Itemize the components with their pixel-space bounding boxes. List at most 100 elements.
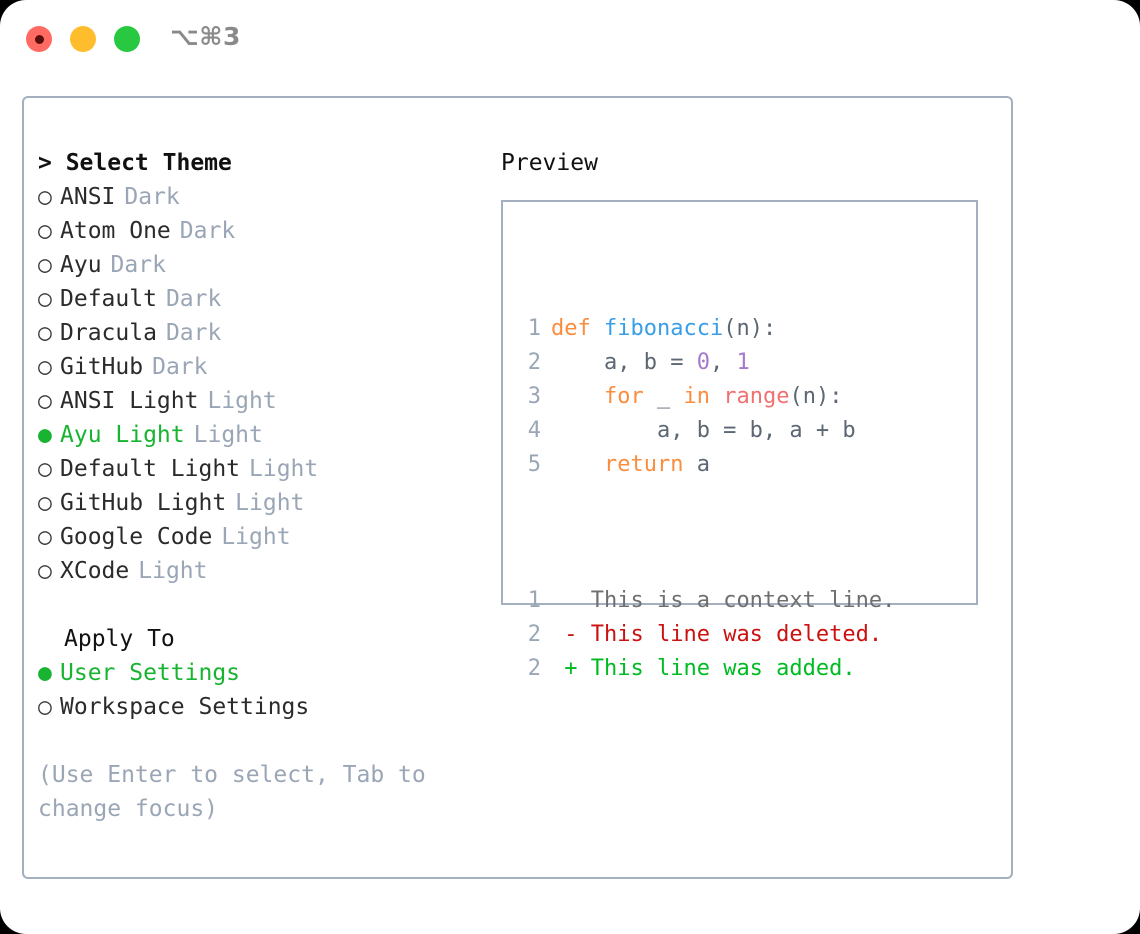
theme-option-label: ANSI [60, 184, 116, 210]
line-number: 3 [527, 384, 541, 409]
code-line: 5 return a [519, 448, 895, 482]
radio-selected-icon: ● [38, 422, 52, 448]
diff-marker: + [551, 656, 578, 681]
theme-option-4[interactable]: ○ Dracula Dark [38, 316, 498, 350]
code-token-pln [710, 384, 723, 409]
code-token-pln [551, 384, 604, 409]
theme-option-5[interactable]: ○ GitHub Dark [38, 350, 498, 384]
apply-to-option-0[interactable]: ●User Settings [38, 656, 498, 690]
theme-option-badge: Light [221, 524, 291, 550]
line-number: 5 [527, 452, 541, 477]
code-token-bif: range [723, 384, 790, 409]
theme-option-0[interactable]: ○ ANSI Dark [38, 180, 498, 214]
radio-unselected-icon: ○ [38, 694, 52, 720]
theme-option-1[interactable]: ○ Atom One Dark [38, 214, 498, 248]
theme-option-badge: Light [249, 456, 319, 482]
theme-option-badge: Dark [179, 218, 236, 244]
code-line: 2 a, b = 0, 1 [519, 346, 895, 380]
theme-option-label: GitHub Light [60, 490, 227, 516]
theme-option-label: Ayu Light [60, 422, 185, 448]
radio-unselected-icon: ○ [38, 456, 52, 482]
code-token-kw: def [551, 316, 604, 341]
code-line: 1 def fibonacci(n): [519, 312, 895, 346]
code-token-pln: a, b = [551, 350, 697, 375]
theme-option-11[interactable]: ○ XCode Light [38, 554, 498, 588]
theme-option-badge: Dark [124, 184, 180, 210]
line-number: 2 [527, 350, 541, 375]
radio-unselected-icon: ○ [38, 286, 52, 312]
close-window-button[interactable] [26, 26, 52, 52]
radio-unselected-icon: ○ [38, 354, 52, 380]
radio-unselected-icon: ○ [38, 252, 52, 278]
traffic-lights [26, 26, 140, 52]
theme-option-label: Dracula [60, 320, 157, 346]
code-token-pln: a [683, 452, 710, 477]
column-spacer [38, 588, 498, 622]
theme-option-7[interactable]: ● Ayu Light Light [38, 418, 498, 452]
theme-option-label: Default [60, 286, 157, 312]
code-line: 4 a, b = b, a + b [519, 414, 895, 448]
radio-unselected-icon: ○ [38, 320, 52, 346]
code-token-kw: in [683, 384, 710, 409]
theme-option-badge: Light [235, 490, 305, 516]
window-title: ⌥⌘3 [170, 22, 241, 51]
theme-option-label: Atom One [60, 218, 171, 244]
theme-option-6[interactable]: ○ ANSI Light Light [38, 384, 498, 418]
theme-option-label: ANSI Light [60, 388, 199, 414]
line-number: 2 [527, 622, 541, 647]
theme-option-3[interactable]: ○ Default Dark [38, 282, 498, 316]
code-token-pln [551, 452, 604, 477]
maximize-window-button[interactable] [114, 26, 140, 52]
preview-header: Preview [501, 150, 598, 176]
title-bar: ⌥⌘3 [0, 0, 1140, 78]
radio-unselected-icon: ○ [38, 490, 52, 516]
theme-option-badge: Light [207, 388, 277, 414]
theme-option-badge: Dark [165, 286, 222, 312]
apply-to-option-1[interactable]: ○Workspace Settings [38, 690, 498, 724]
theme-option-label: XCode [60, 558, 130, 584]
diff-line-context: 1 This is a context line. [519, 584, 896, 618]
code-line: 3 for _ in range(n): [519, 380, 895, 414]
code-token-punc: , [709, 350, 737, 375]
theme-option-badge: Dark [165, 320, 222, 346]
minimize-window-button[interactable] [70, 26, 96, 52]
radio-unselected-icon: ○ [38, 388, 52, 414]
theme-option-label: GitHub [60, 354, 144, 380]
theme-option-badge: Light [193, 422, 263, 448]
theme-option-badge: Dark [152, 354, 208, 380]
theme-option-badge: Light [138, 558, 208, 584]
diff-marker: - [551, 622, 578, 647]
radio-unselected-icon: ○ [38, 184, 52, 210]
code-token-kw: for [603, 384, 644, 409]
line-number: 1 [527, 588, 541, 613]
apply-to-option-list[interactable]: ●User Settings○Workspace Settings [38, 656, 498, 724]
radio-unselected-icon: ○ [38, 524, 52, 550]
line-number: 1 [527, 316, 541, 341]
keyboard-hint: (Use Enter to select, Tab to change focu… [38, 762, 440, 822]
diff-sample: 1 This is a context line.2 - This line w… [519, 584, 896, 686]
code-token-fn: fibonacci [603, 316, 724, 341]
code-token-pln: _ [643, 384, 684, 409]
theme-option-9[interactable]: ○ GitHub Light Light [38, 486, 498, 520]
radio-unselected-icon: ○ [38, 558, 52, 584]
apply-to-option-label: User Settings [60, 660, 241, 686]
code-token-punc: (n): [789, 384, 843, 409]
diff-line-deleted: 2 - This line was deleted. [519, 618, 895, 652]
code-token-num: 0 [696, 350, 710, 375]
diff-text: This line was deleted. [577, 622, 883, 647]
code-token-punc: (n): [723, 316, 777, 341]
radio-unselected-icon: ○ [38, 218, 52, 244]
code-token-kw: return [603, 452, 684, 477]
apply-to-header: Apply To [64, 626, 175, 652]
diff-text: This line was added. [577, 656, 856, 681]
